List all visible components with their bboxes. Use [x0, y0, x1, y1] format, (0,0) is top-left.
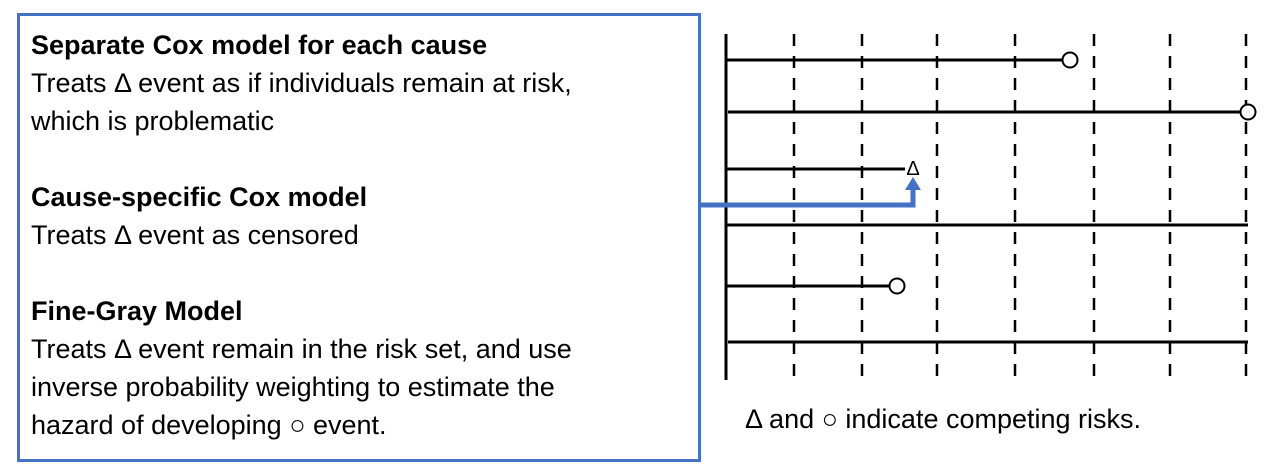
section-text-line: Treats Δ event remain in the risk set, a…: [31, 334, 572, 364]
section-heading: Fine-Gray Model: [31, 296, 243, 326]
circle-events: [888, 51, 1257, 295]
circle-event-marker: [1239, 103, 1257, 121]
arrow-head: [905, 177, 921, 190]
section-heading: Separate Cox model for each cause: [31, 30, 488, 60]
section-text-line: inverse probability weighting to estimat…: [31, 372, 555, 402]
section-fine-gray: Fine-Gray Model Treats Δ event remain in…: [31, 292, 698, 444]
arrow-shaft: [701, 188, 916, 208]
diagram-caption: Δ and ○ indicate competing risks.: [745, 404, 1142, 434]
section-heading: Cause-specific Cox model: [31, 182, 368, 212]
section-separate-cox: Separate Cox model for each cause Treats…: [31, 26, 698, 140]
section-text-line: Treats Δ event as if individuals remain …: [31, 68, 572, 98]
delta-event-marker: Δ: [906, 158, 919, 180]
time-gridlines: [792, 34, 1248, 380]
section-cause-specific-cox: Cause-specific Cox model Treats Δ event …: [31, 178, 698, 254]
methods-panel: Separate Cox model for each cause Treats…: [17, 13, 701, 462]
circle-event-marker: [1061, 51, 1079, 69]
section-text-line: which is problematic: [31, 106, 275, 136]
section-text-line: hazard of developing ○ event.: [31, 410, 387, 440]
section-text-line: Treats Δ event as censored: [31, 220, 359, 250]
pointer-arrow: [701, 177, 921, 208]
subject-lines: [726, 58, 1248, 344]
circle-event-marker: [888, 277, 906, 295]
